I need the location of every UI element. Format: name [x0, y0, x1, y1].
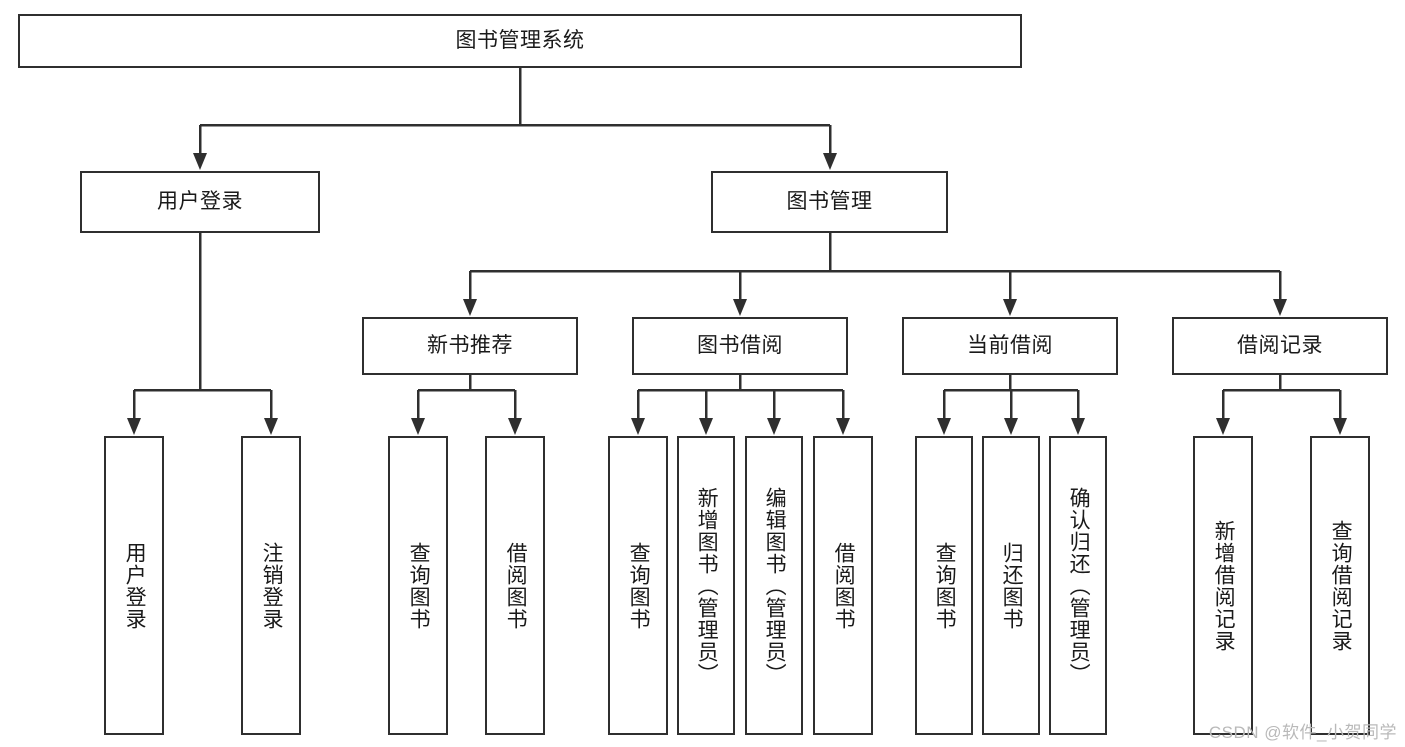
- node-label: 图书管理: [786, 190, 873, 214]
- arrow-head-icon: [463, 299, 477, 316]
- node-leaf-bor-edit[interactable]: 编辑图书（管理员）: [745, 436, 803, 735]
- arrow-head-icon: [1216, 418, 1230, 435]
- node-leaf-cur-query[interactable]: 查询图书: [915, 436, 973, 735]
- arrow-head-icon: [508, 418, 522, 435]
- node-leaf-cur-return[interactable]: 归还图书: [982, 436, 1040, 735]
- node-leaf-bor-lend[interactable]: 借阅图书: [813, 436, 873, 735]
- node-label: 用户登录: [157, 190, 243, 214]
- node-label: 确认归还（管理员）: [1067, 486, 1091, 685]
- arrow-head-icon: [823, 153, 837, 170]
- node-label: 当前借阅: [967, 334, 1053, 358]
- arrow-head-icon: [767, 418, 781, 435]
- arrow-head-icon: [733, 299, 747, 316]
- node-label: 借阅图书: [504, 541, 528, 630]
- arrow-head-icon: [836, 418, 850, 435]
- node-user-login[interactable]: 用户登录: [80, 171, 320, 233]
- node-current-borrow[interactable]: 当前借阅: [902, 317, 1118, 375]
- arrow-head-icon: [1003, 299, 1017, 316]
- node-borrow-record[interactable]: 借阅记录: [1172, 317, 1388, 375]
- node-leaf-rec-search[interactable]: 查询借阅记录: [1310, 436, 1370, 735]
- arrow-head-icon: [699, 418, 713, 435]
- node-leaf-bor-add[interactable]: 新增图书（管理员）: [677, 436, 735, 735]
- node-leaf-user-login[interactable]: 用户登录: [104, 436, 164, 735]
- arrow-head-icon: [1333, 418, 1347, 435]
- node-label: 查询借阅记录: [1329, 519, 1353, 652]
- node-root[interactable]: 图书管理系统: [18, 14, 1022, 68]
- node-label: 查询图书: [933, 541, 957, 630]
- node-leaf-bor-query[interactable]: 查询图书: [608, 436, 668, 735]
- node-new-book-rec[interactable]: 新书推荐: [362, 317, 578, 375]
- node-label: 图书借阅: [697, 334, 783, 358]
- arrow-head-icon: [937, 418, 951, 435]
- node-label: 新书推荐: [427, 334, 513, 358]
- node-label: 注销登录: [260, 541, 284, 630]
- arrow-head-icon: [411, 418, 425, 435]
- arrow-head-icon: [1004, 418, 1018, 435]
- arrow-head-icon: [1071, 418, 1085, 435]
- node-label: 编辑图书（管理员）: [763, 486, 787, 685]
- node-leaf-rec-query[interactable]: 查询图书: [388, 436, 448, 735]
- node-label: 借阅记录: [1237, 334, 1323, 358]
- node-label: 用户登录: [123, 541, 147, 630]
- node-leaf-cur-confirm[interactable]: 确认归还（管理员）: [1049, 436, 1107, 735]
- csdn-watermark: CSDN @软件_小贺同学: [1208, 723, 1397, 742]
- node-label: 归还图书: [1000, 541, 1024, 630]
- node-book-manage[interactable]: 图书管理: [711, 171, 948, 233]
- arrow-head-icon: [631, 418, 645, 435]
- arrow-head-icon: [127, 418, 141, 435]
- arrow-head-icon: [1273, 299, 1287, 316]
- node-label: 新增借阅记录: [1212, 519, 1236, 652]
- arrow-head-icon: [193, 153, 207, 170]
- node-book-borrow[interactable]: 图书借阅: [632, 317, 848, 375]
- node-label: 查询图书: [627, 541, 651, 630]
- node-leaf-rec-add[interactable]: 新增借阅记录: [1193, 436, 1253, 735]
- node-label: 借阅图书: [832, 541, 856, 630]
- node-label: 图书管理系统: [455, 29, 585, 53]
- node-leaf-user-logout[interactable]: 注销登录: [241, 436, 301, 735]
- node-leaf-rec-borrow[interactable]: 借阅图书: [485, 436, 545, 735]
- node-label: 查询图书: [407, 541, 431, 630]
- arrow-head-icon: [264, 418, 278, 435]
- node-label: 新增图书（管理员）: [695, 486, 719, 685]
